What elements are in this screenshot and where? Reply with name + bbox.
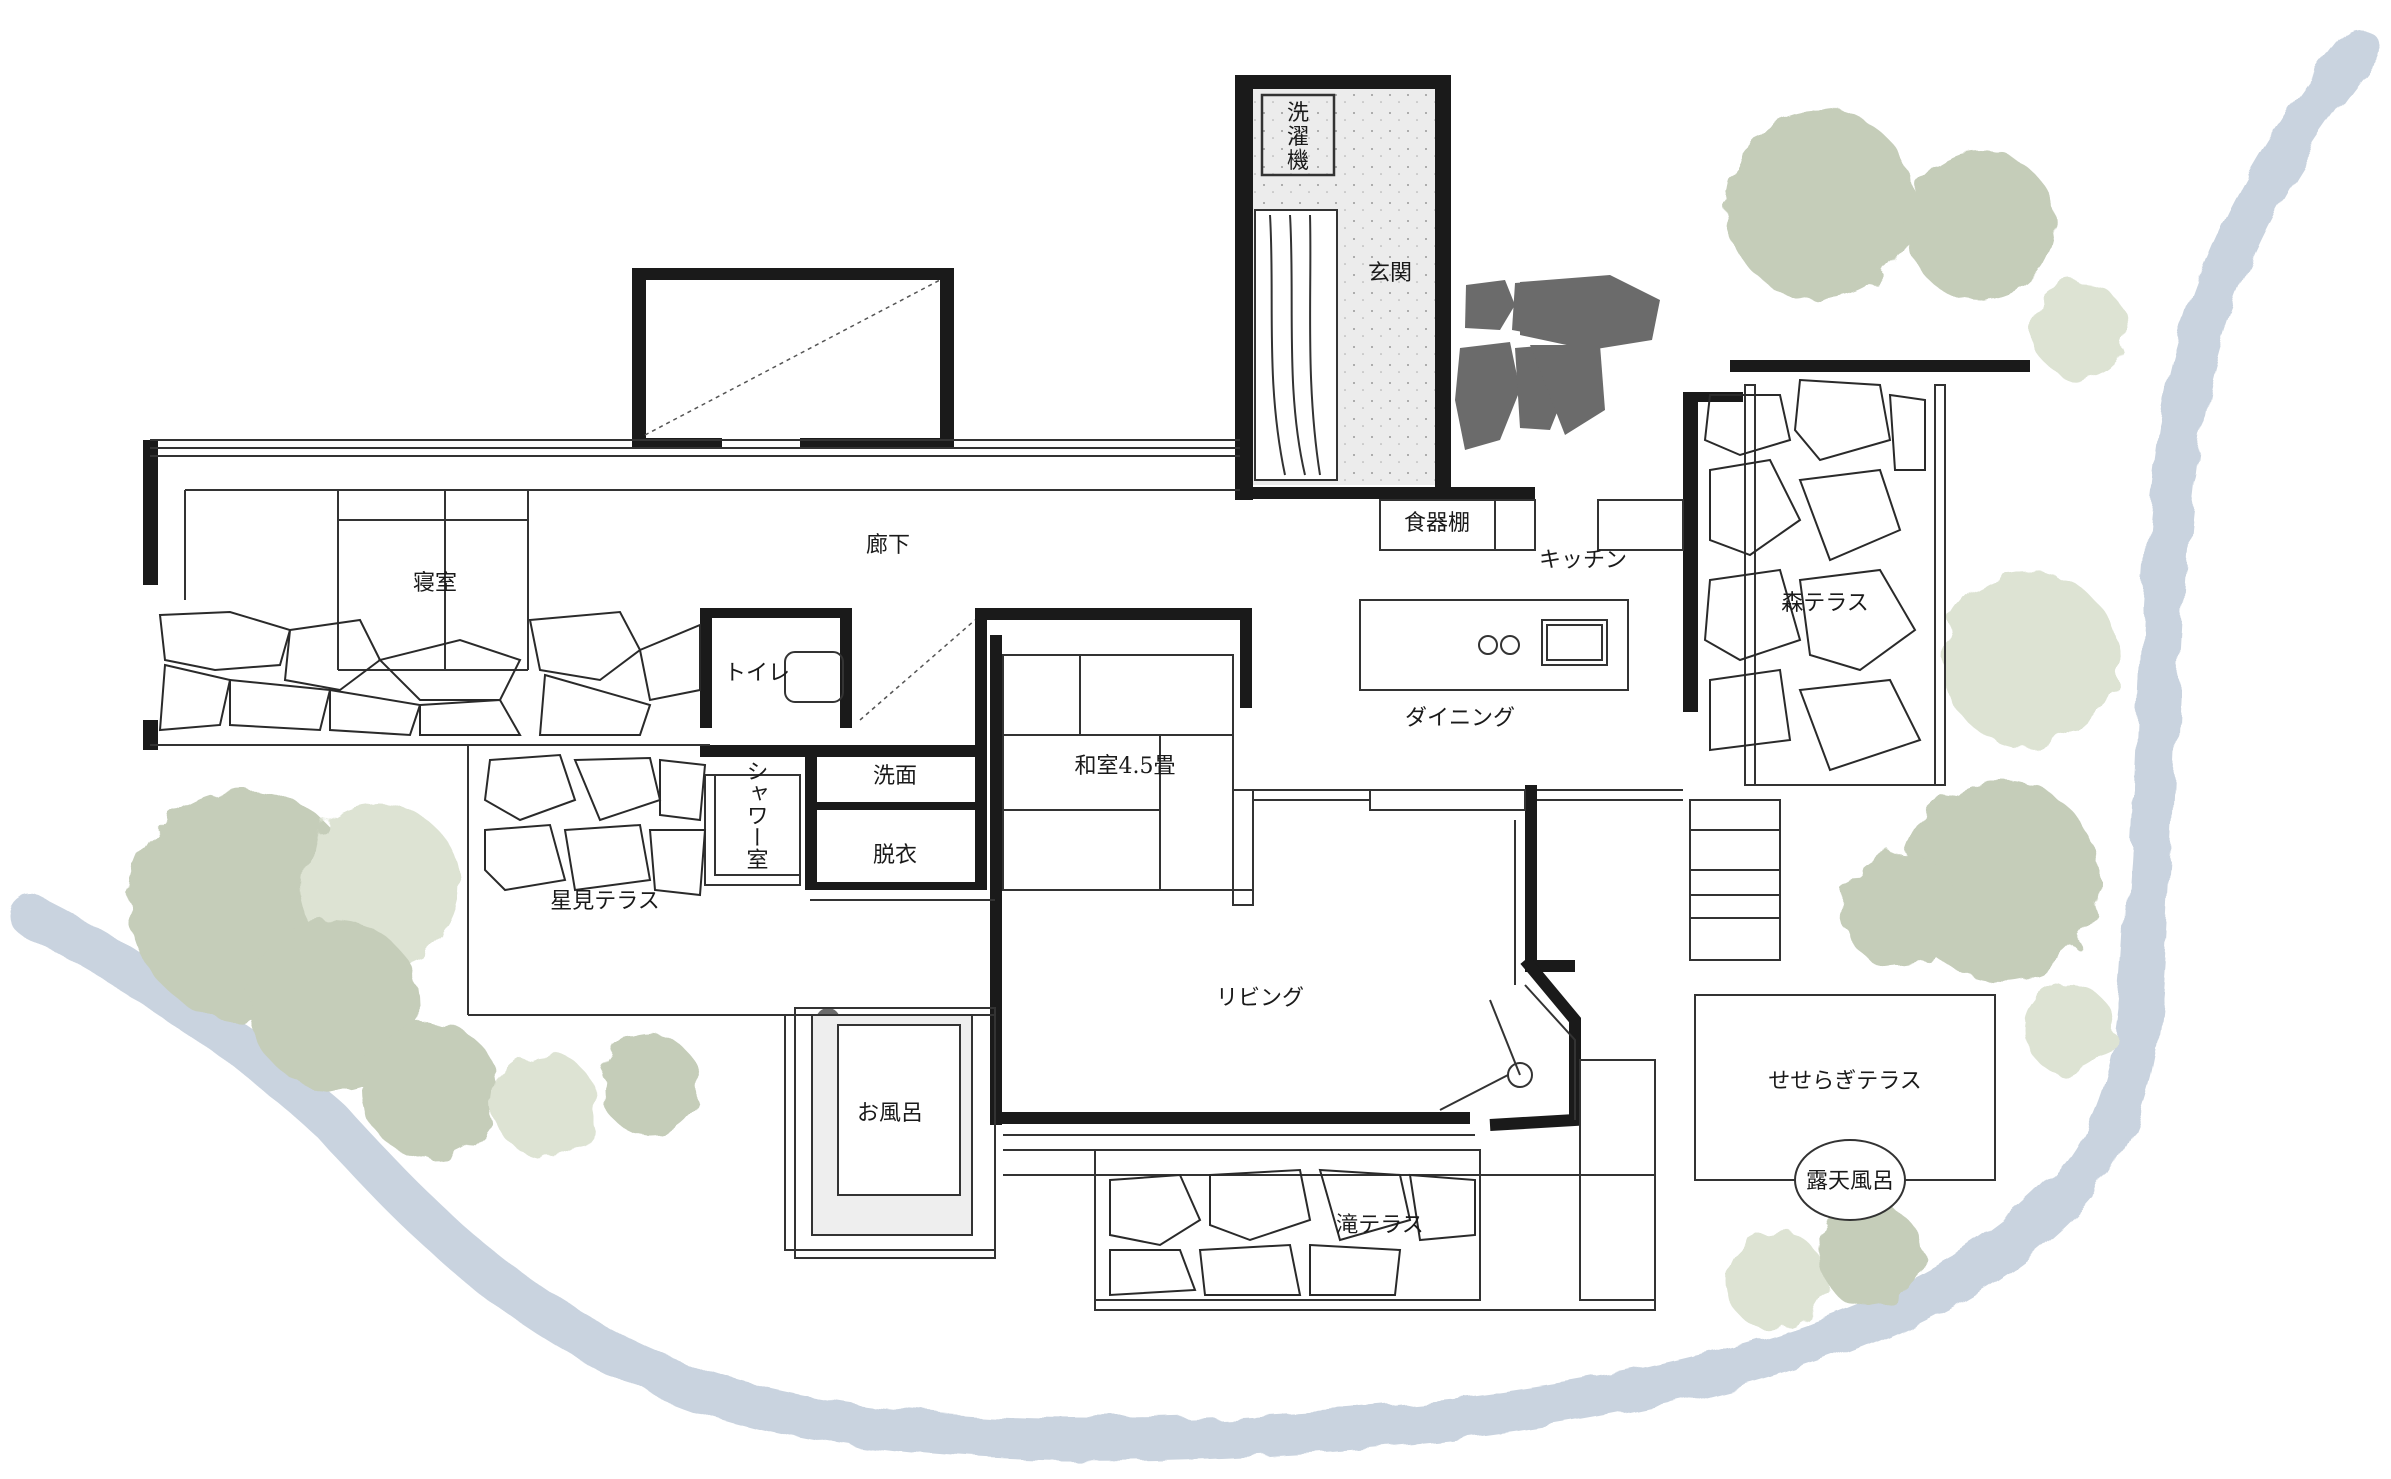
label-corridor: 廊下 [866, 533, 910, 558]
label-shower: シャワー室 [743, 760, 768, 870]
labels: 洗濯機 玄関 廊下 寝室 食器棚 キッチン 森テラス トイレ 洗面 脱衣 和室4… [413, 101, 1922, 1238]
label-dressing: 脱衣 [873, 843, 917, 868]
river [9, 29, 2381, 1461]
outlines [150, 93, 1996, 1311]
label-japanese-room: 和室4.5畳 [1075, 754, 1176, 779]
label-shower-group: シャワー室 [743, 760, 768, 870]
label-forest-terrace: 森テラス [1781, 591, 1869, 616]
wood-grain [1269, 214, 1321, 476]
label-toilet: トイレ [724, 661, 790, 686]
label-washroom: 洗面 [873, 764, 917, 789]
walls [143, 75, 2030, 1131]
label-dining: ダイニング [1405, 706, 1515, 731]
label-laundry: 洗濯機 [1287, 101, 1309, 174]
label-stream-terrace: せせらぎテラス [1768, 1069, 1922, 1094]
stone-bed [158, 378, 1926, 1297]
trees [130, 110, 2128, 1330]
label-waterfall-terrace: 滝テラス [1336, 1213, 1424, 1238]
label-living: リビング [1216, 986, 1304, 1011]
label-bath: お風呂 [857, 1101, 923, 1126]
entrance-step [1254, 209, 1338, 481]
label-bedroom: 寝室 [413, 571, 457, 596]
label-star-terrace: 星見テラス [550, 889, 660, 914]
label-open-air-bath: 露天風呂 [1806, 1169, 1894, 1194]
label-cupboard: 食器棚 [1404, 511, 1470, 536]
label-entrance: 玄関 [1368, 261, 1412, 286]
label-kitchen: キッチン [1539, 548, 1627, 573]
